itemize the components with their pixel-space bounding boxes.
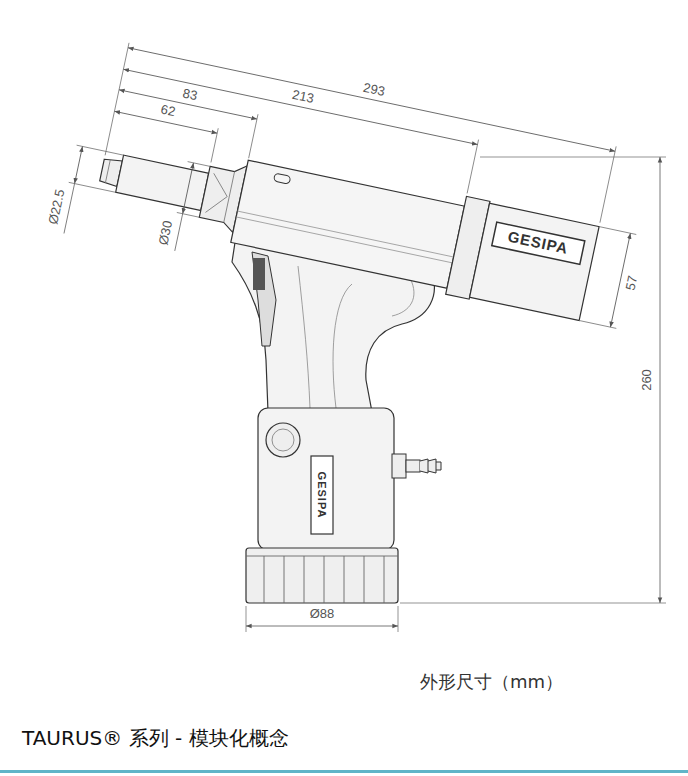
nozzle-detail xyxy=(105,160,110,183)
handle-seam xyxy=(392,278,414,316)
dimension-label: 83 xyxy=(179,86,200,104)
dimension-label: 62 xyxy=(157,102,178,120)
dimension-label: 57 xyxy=(623,272,641,293)
body-detail xyxy=(236,211,453,263)
cone-detail xyxy=(204,167,234,222)
trigger-grip xyxy=(253,258,265,290)
end-cap xyxy=(470,203,600,320)
dimension-line xyxy=(246,626,398,627)
handle-seam xyxy=(298,266,310,408)
tool-head xyxy=(58,37,653,350)
title: TAURUS® 系列 - 模块化概念 xyxy=(22,727,289,749)
tool-base xyxy=(258,408,394,550)
air-fitting xyxy=(420,459,441,473)
trigger xyxy=(252,252,276,346)
air-fitting xyxy=(392,454,406,478)
logo-text: GESIPA xyxy=(316,472,328,519)
extension-lines xyxy=(63,37,654,329)
dimension-label: 213 xyxy=(288,87,316,106)
dimension-line xyxy=(128,48,615,152)
body-slot xyxy=(273,173,290,184)
dimension-label: Ø30 xyxy=(156,217,176,248)
handle-seam xyxy=(333,284,352,408)
dimension-label: 260 xyxy=(640,367,654,393)
dimension-line xyxy=(660,157,661,603)
dimension-label: Ø22.5 xyxy=(46,186,68,228)
dimension-line xyxy=(75,146,83,183)
base-cylinder xyxy=(246,548,398,603)
air-fitting xyxy=(406,460,420,472)
logo-text: GESIPA xyxy=(506,229,570,258)
tool-body xyxy=(231,160,465,288)
logo-box xyxy=(311,456,333,534)
extension-lines xyxy=(246,157,666,632)
dimension-line xyxy=(183,163,194,214)
caption: 外形尺寸（mm） xyxy=(420,672,563,692)
dimension-line xyxy=(123,69,477,144)
dimension-leader xyxy=(175,214,183,251)
dimension-label: Ø88 xyxy=(308,607,337,621)
bottom-rule xyxy=(0,770,688,773)
dimension-label: 293 xyxy=(360,80,388,99)
logo-box xyxy=(492,222,585,264)
knob-inner xyxy=(272,429,294,451)
cylinder-ribs xyxy=(246,556,398,603)
knob xyxy=(266,423,300,457)
